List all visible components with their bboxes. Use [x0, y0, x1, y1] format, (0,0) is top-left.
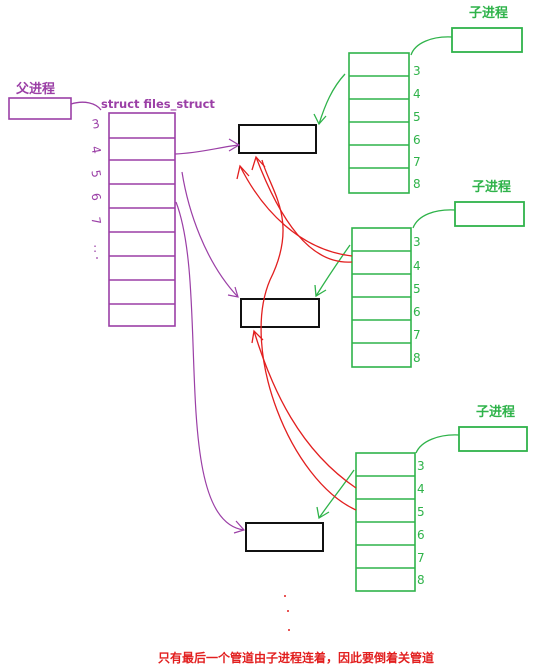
- parent-to-struct-connector: [70, 101, 102, 111]
- child1-fd-4: 4: [413, 87, 421, 101]
- child1-to-pipe1-arrowhead: [313, 113, 327, 126]
- child2-to-pipe1-red-head-a: [251, 155, 266, 171]
- child3-fd-3: 3: [417, 459, 425, 473]
- parent-to-pipe1-arrow: [174, 144, 240, 155]
- child1-fd-3: 3: [413, 64, 421, 78]
- child1-fd-5: 5: [413, 110, 421, 124]
- child3-to-pipe1-red-arrow: [260, 159, 357, 511]
- child3-process-box: [458, 426, 528, 452]
- child2-process-box: [454, 201, 525, 227]
- child1-process-box: [451, 27, 523, 53]
- child2-to-pipe1-red-arrow-a: [255, 156, 353, 263]
- pipe-box-1: [238, 124, 317, 154]
- parent-dot: [96, 257, 98, 259]
- child2-to-pipe1-red-head-b: [236, 164, 250, 180]
- child1-fd-6: 6: [413, 133, 421, 147]
- parent-fd-4: 4: [88, 145, 103, 155]
- child3-to-pipe2-red-head: [251, 329, 264, 344]
- bottom-caption: 只有最后一个管道由子进程连着，因此要倒着关管道: [158, 650, 434, 665]
- child2-to-pipe2-arrowhead: [314, 284, 327, 298]
- parent-fd-dots: :: [93, 241, 97, 255]
- red-inherit-arrows: [236, 155, 357, 511]
- child2-fd-4: 4: [413, 259, 421, 273]
- child2-fd-5: 5: [413, 282, 421, 296]
- parent-to-pipe3-arrowhead: [233, 520, 246, 534]
- parent-to-pipe3-arrow: [175, 201, 245, 531]
- child3-fd-5: 5: [417, 505, 425, 519]
- child2-fd-7: 7: [413, 328, 421, 342]
- parent-to-pipe-arrows: [174, 138, 246, 534]
- child2-fd-table: [351, 227, 412, 368]
- parent-fd-digits: 3 4 5 6 7 :: [88, 116, 103, 255]
- child3-fd-6: 6: [417, 528, 425, 542]
- child3-to-pipe3-arrowhead: [316, 506, 330, 520]
- child1-fd-table: [348, 52, 410, 194]
- child3-to-pipe2-red-arrow: [253, 330, 357, 489]
- child1-connector: [410, 36, 453, 56]
- parent-to-pipe1-arrowhead: [228, 138, 241, 152]
- continuation-dots: [284, 595, 290, 631]
- child3-label: 子进程: [476, 405, 515, 420]
- child3-connector: [415, 434, 460, 454]
- parent-fd-3: 3: [91, 116, 101, 131]
- child2-fd-8: 8: [413, 351, 421, 365]
- parent-to-pipe2-arrowhead: [227, 286, 239, 298]
- child3-to-pipe3-arrow: [318, 469, 355, 519]
- child3-fd-7: 7: [417, 551, 425, 565]
- child2-connector: [412, 209, 456, 229]
- child3-fd-digits: 3 4 5 6 7 8: [417, 459, 425, 587]
- child-to-pipe-arrows: [313, 73, 355, 520]
- child1-fd-7: 7: [413, 155, 421, 169]
- parent-fd-7: 7: [88, 216, 103, 226]
- child1-fd-digits: 3 4 5 6 7 8: [413, 64, 421, 191]
- child2-fd-6: 6: [413, 305, 421, 319]
- child1-to-pipe1-arrow: [318, 73, 346, 125]
- child1-fd-8: 8: [413, 177, 421, 191]
- child2-to-pipe1-red-arrow-b: [239, 165, 353, 257]
- parent-to-pipe2-arrow: [181, 171, 239, 298]
- child3-fd-8: 8: [417, 573, 425, 587]
- child2-fd-digits: 3 4 5 6 7 8: [413, 235, 421, 365]
- child2-to-pipe2-arrow: [315, 244, 351, 297]
- child2-label: 子进程: [472, 180, 511, 195]
- parent-fd-table: [108, 112, 176, 327]
- child2-fd-3: 3: [413, 235, 421, 249]
- parent-process-box: [8, 97, 72, 120]
- pipe-box-2: [240, 298, 320, 328]
- pipe-box-3: [245, 522, 324, 552]
- child1-label: 子进程: [469, 6, 508, 21]
- parent-label: 父进程: [15, 82, 55, 97]
- parent-fd-6: 6: [88, 192, 103, 202]
- struct-files-label: struct files_struct: [101, 97, 215, 112]
- child3-fd-table: [355, 452, 416, 592]
- parent-fd-5: 5: [88, 169, 103, 179]
- child3-fd-4: 4: [417, 482, 425, 496]
